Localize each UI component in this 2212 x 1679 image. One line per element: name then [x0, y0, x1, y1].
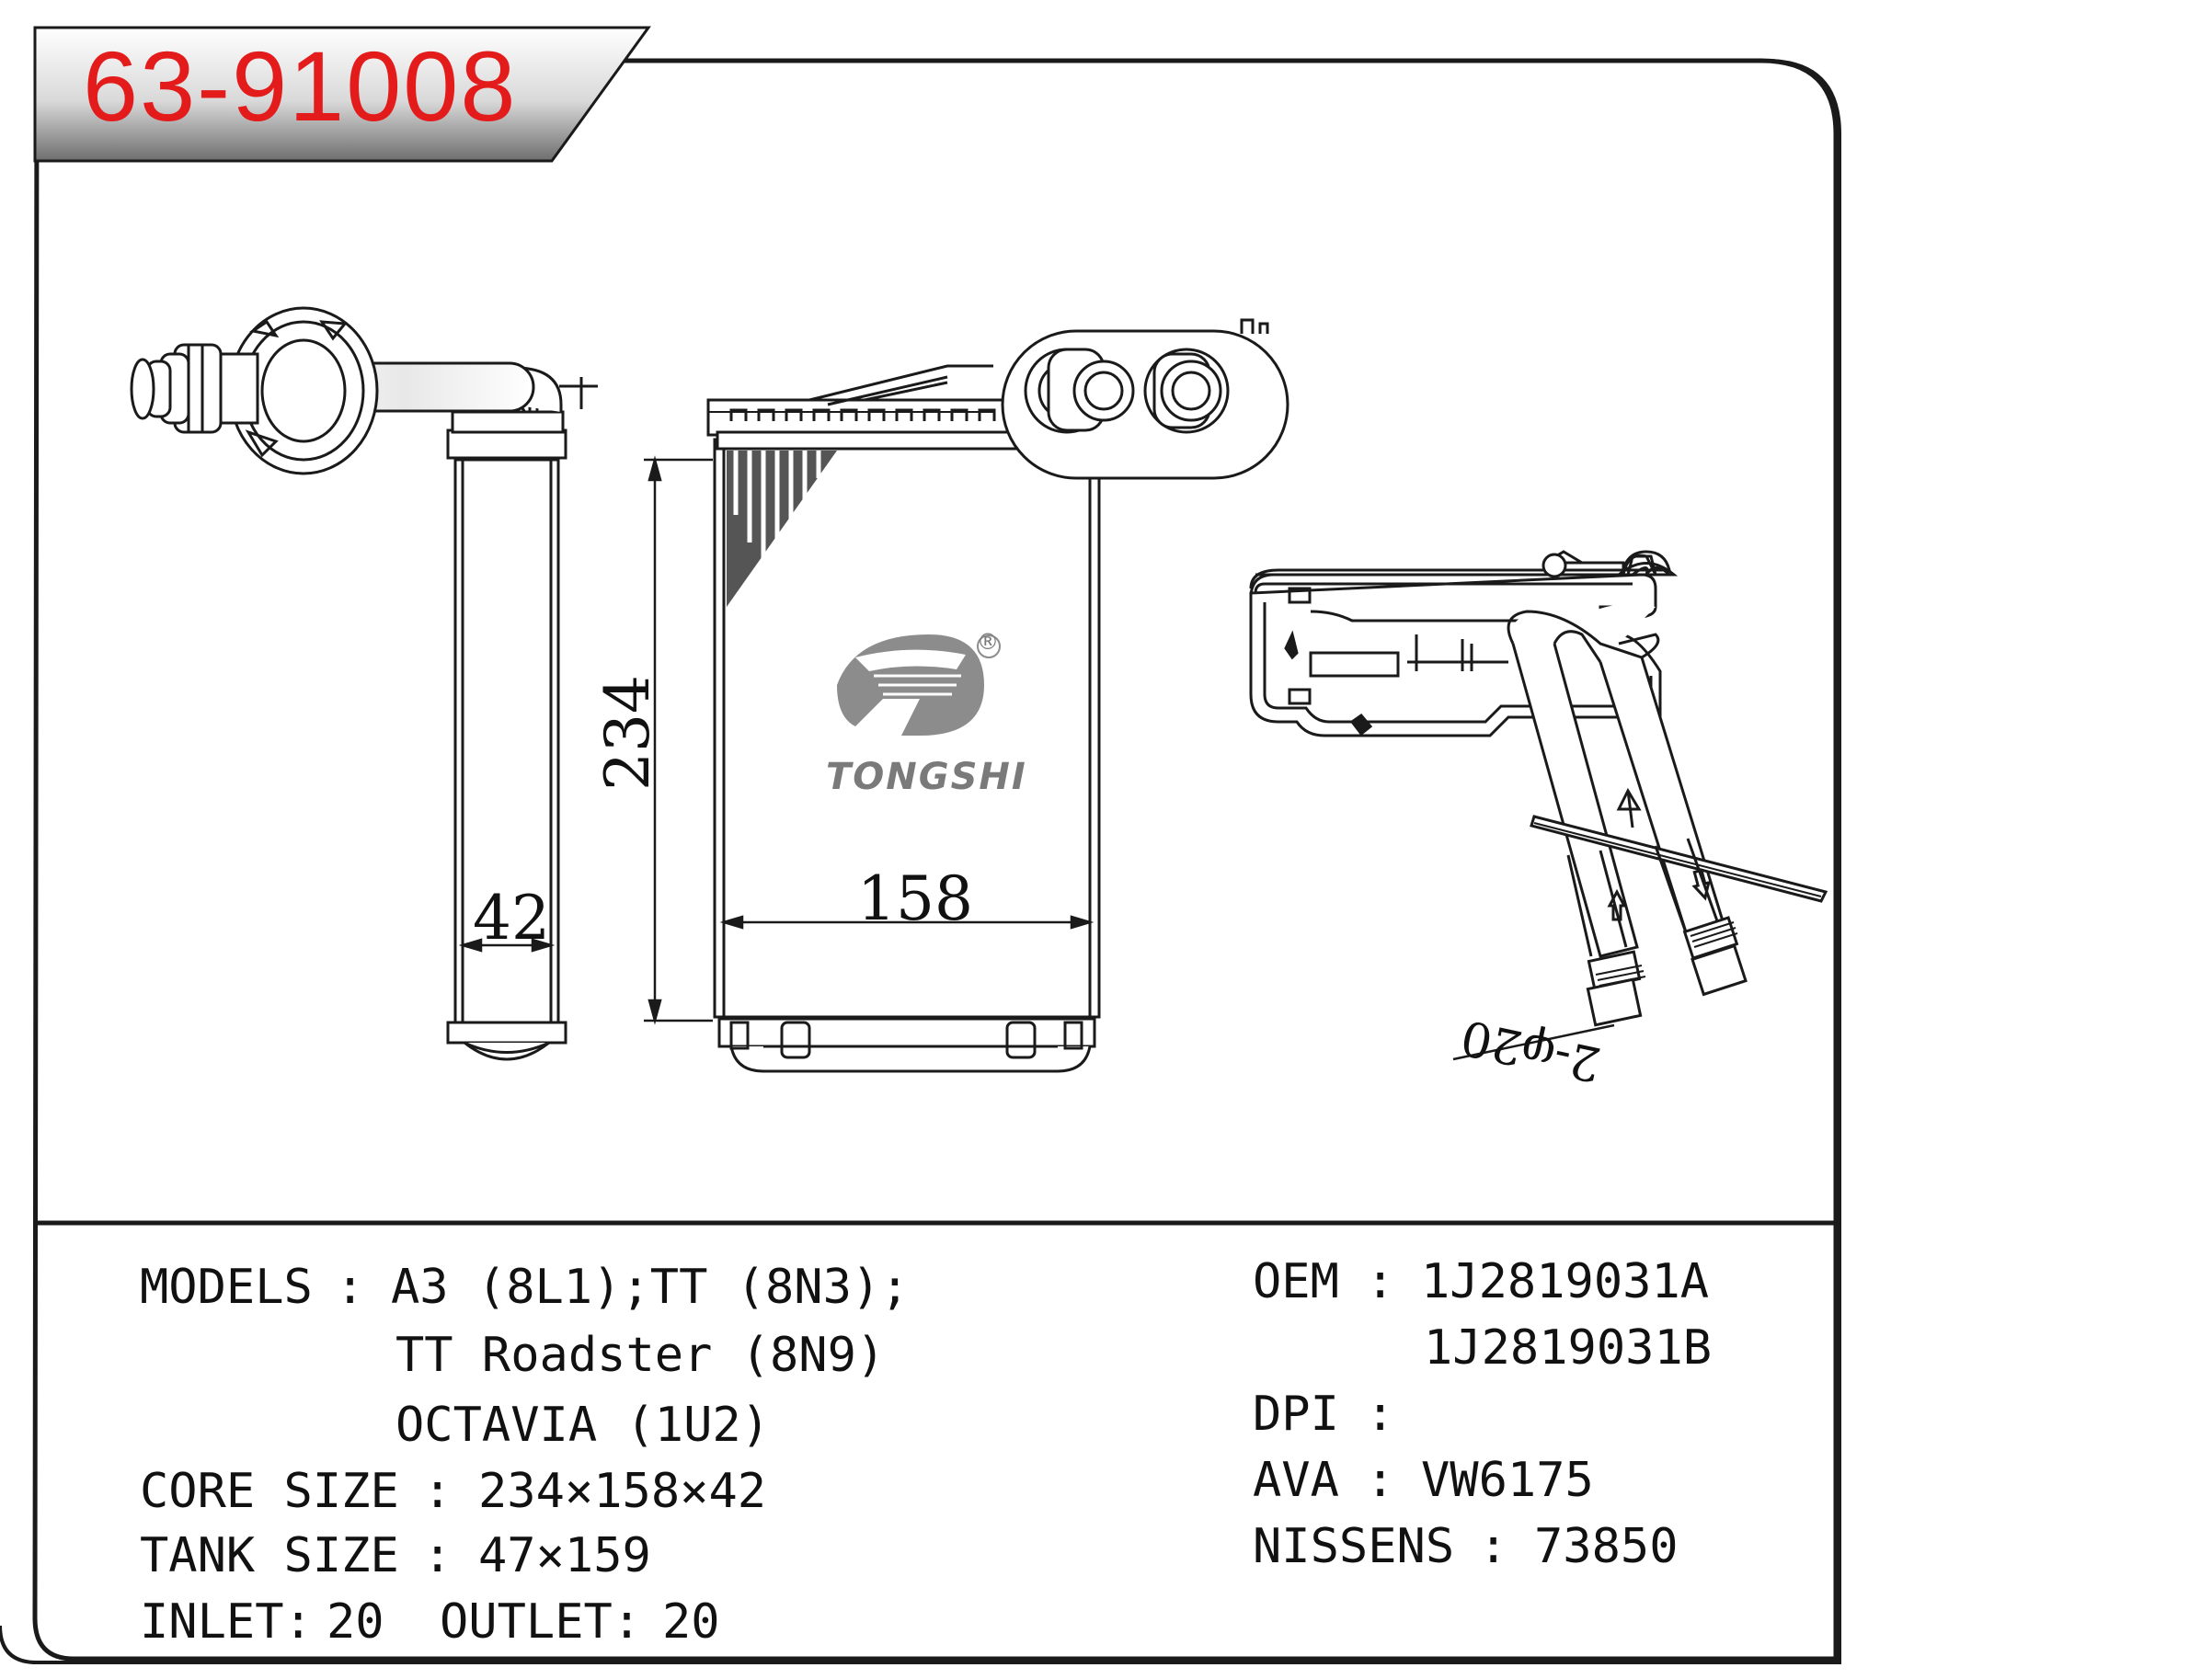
models-line-1: A3 (8L1);TT (8N3);	[391, 1260, 910, 1315]
oem-value-2: 1J2819031B	[1424, 1320, 1713, 1376]
core-size-value: 234×158×42	[478, 1464, 767, 1519]
models-sep: :	[336, 1260, 365, 1315]
dim-width	[719, 915, 1095, 930]
models-label: MODELS	[140, 1260, 313, 1315]
tank-size-sep: :	[423, 1528, 453, 1583]
dpi-label: DPI	[1253, 1387, 1339, 1442]
models-line-2: TT Roadster (8N9)	[395, 1328, 886, 1383]
dim-height-label: 234	[592, 675, 663, 791]
outer-frame	[0, 58, 1841, 1664]
top-view	[1249, 550, 1828, 1027]
oem-sep: :	[1366, 1254, 1395, 1309]
dim-width-label: 158	[857, 863, 973, 934]
tank-size-value: 47×159	[478, 1528, 651, 1583]
dim-pipes	[1452, 1023, 1615, 1061]
nissens-label: NISSENS	[1253, 1519, 1455, 1574]
dim-depth-label: 42	[473, 883, 550, 954]
outlet-value: 20	[662, 1594, 720, 1650]
inlet-label: INLET:	[140, 1594, 313, 1650]
outlet-label: OUTLET:	[440, 1594, 642, 1650]
part-code-title: 63-91008	[83, 30, 518, 142]
dim-depth	[458, 938, 556, 953]
dim-height	[644, 455, 713, 1025]
tank-size-label: TANK SIZE	[140, 1528, 399, 1583]
brand-logo	[837, 634, 1001, 736]
title-tab	[33, 26, 651, 163]
dpi-sep: :	[1366, 1387, 1395, 1442]
side-view	[130, 306, 598, 1061]
oem-label: OEM	[1253, 1254, 1339, 1309]
nissens-value: 73850	[1534, 1519, 1679, 1574]
oem-value-1: 1J2819031A	[1421, 1254, 1710, 1309]
core-size-sep: :	[423, 1464, 453, 1519]
front-view	[706, 318, 1289, 1073]
registered-mark: ®	[977, 629, 1001, 655]
ava-value: VW6175	[1421, 1453, 1594, 1508]
models-line-3: OCTAVIA (1U2)	[395, 1398, 770, 1453]
ava-sep: :	[1366, 1453, 1395, 1508]
core-size-label: CORE SIZE	[140, 1464, 399, 1519]
ava-label: AVA	[1253, 1453, 1339, 1508]
inlet-value: 20	[327, 1594, 384, 1650]
brand-name: TONGSHI	[826, 756, 1027, 798]
nissens-sep: :	[1479, 1519, 1508, 1574]
